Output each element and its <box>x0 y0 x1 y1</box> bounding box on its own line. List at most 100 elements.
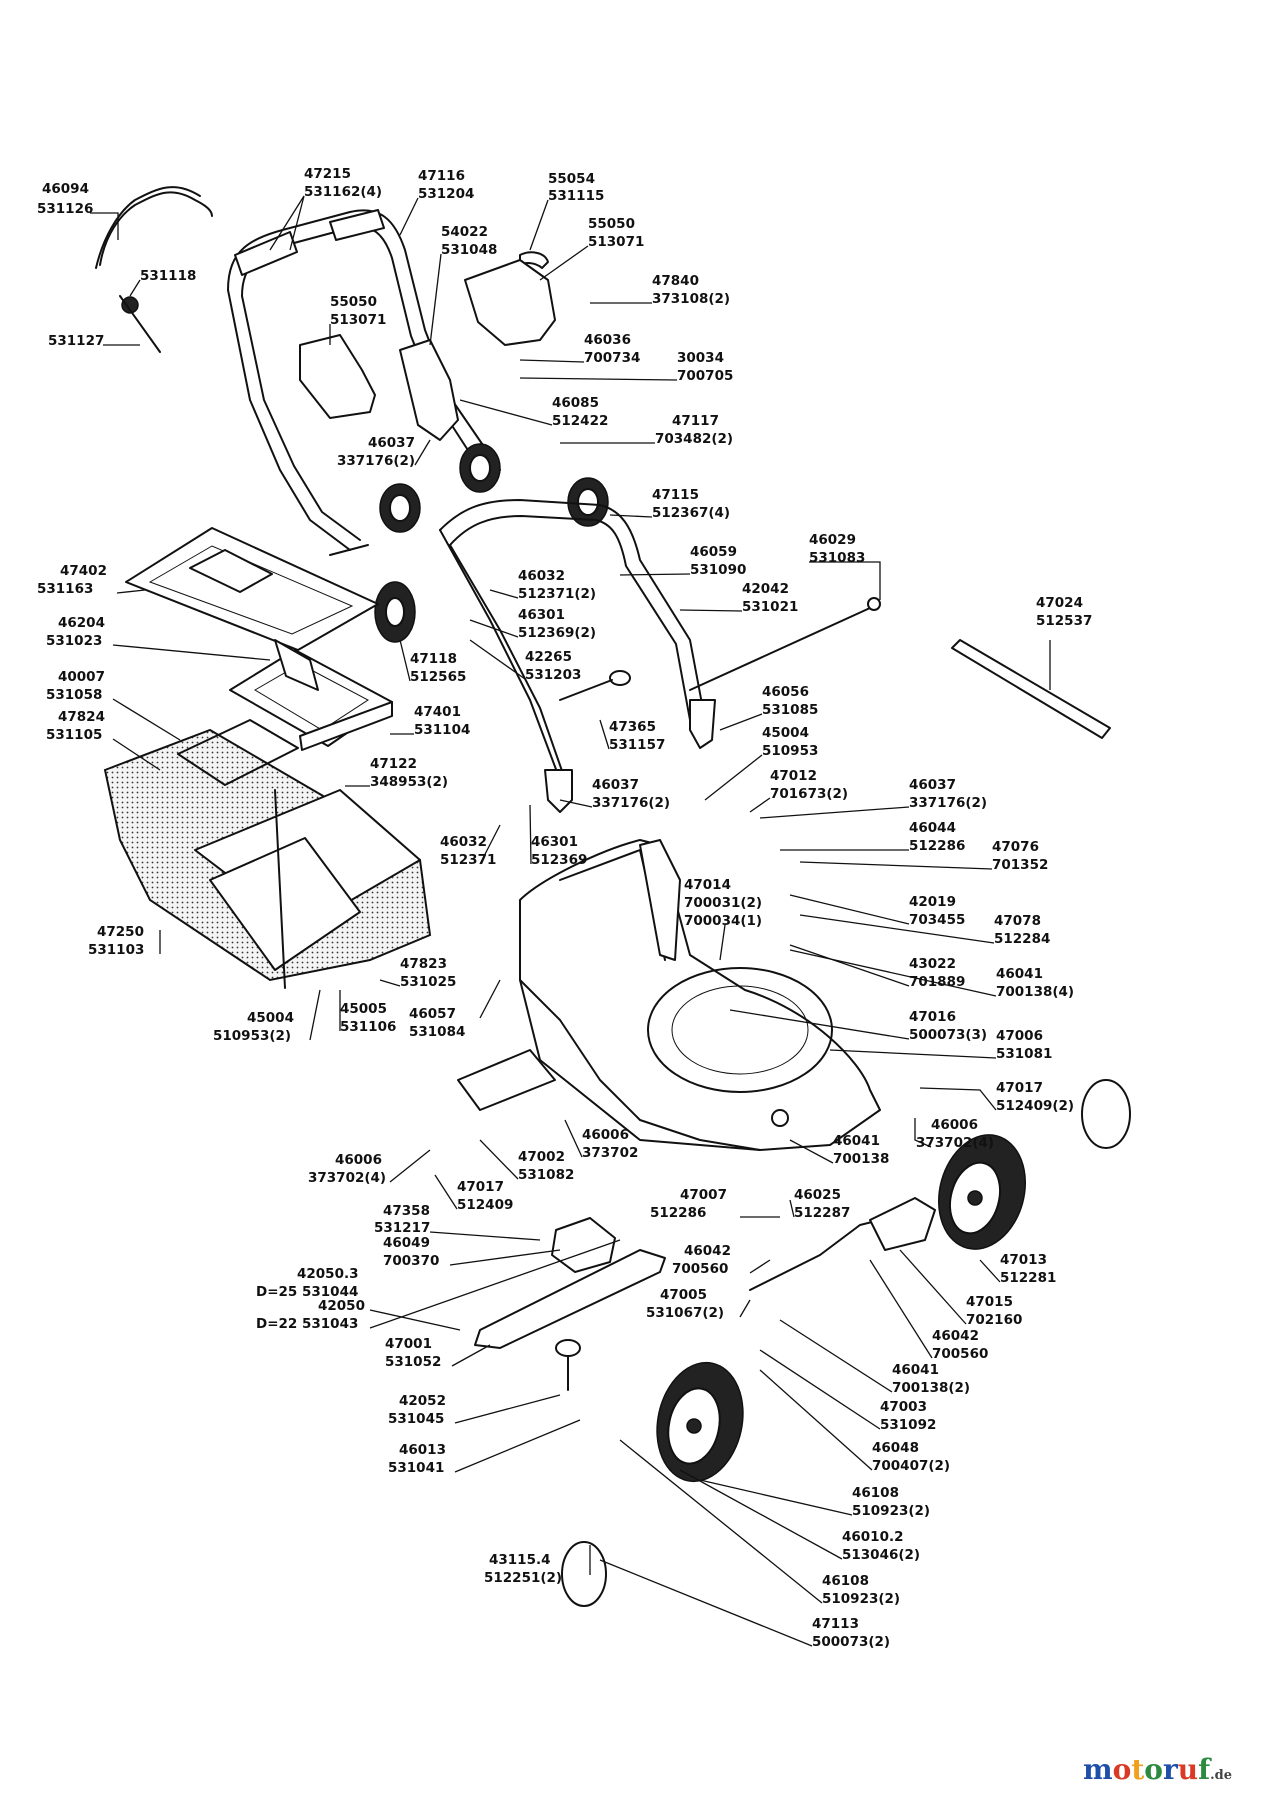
part-label: 46094 <box>42 181 89 197</box>
hub-cap-rear <box>1081 1079 1131 1149</box>
rear-flap <box>457 1049 556 1111</box>
logo-letter: o <box>1112 1753 1132 1786</box>
logo-letter: u <box>1177 1753 1199 1786</box>
part-label: 512409 <box>457 1197 513 1213</box>
part-label: 46032 <box>518 568 565 584</box>
part-label: 47117 <box>672 413 719 429</box>
part-label: 531090 <box>690 562 746 578</box>
part-label: 47006 <box>996 1028 1043 1044</box>
part-label: 512286 <box>909 838 965 854</box>
part-label: 531103 <box>88 942 144 958</box>
part-label: 701352 <box>992 857 1048 873</box>
part-label: 47401 <box>414 704 461 720</box>
part-label: 500073(3) <box>909 1027 987 1043</box>
part-label: 46204 <box>58 615 105 631</box>
logo-letter: f <box>1198 1753 1211 1786</box>
part-label: 47012 <box>770 768 817 784</box>
part-label: 46037 <box>368 435 415 451</box>
part-label: 45004 <box>762 725 809 741</box>
part-label: 47014 <box>684 877 731 893</box>
part-label: 500073(2) <box>812 1634 890 1650</box>
part-label: 512537 <box>1036 613 1092 629</box>
blade-washer <box>555 1339 581 1357</box>
part-label: 46085 <box>552 395 599 411</box>
part-label: 42042 <box>742 581 789 597</box>
part-label: 46025 <box>794 1187 841 1203</box>
part-label: 512409(2) <box>996 1098 1074 1114</box>
part-label: 337176(2) <box>337 453 415 469</box>
part-label: 700560 <box>672 1261 728 1277</box>
part-label: 531041 <box>388 1460 444 1476</box>
part-label: 701673(2) <box>770 786 848 802</box>
part-label: 531105 <box>46 727 102 743</box>
part-label: 46044 <box>909 820 956 836</box>
part-label: 46059 <box>690 544 737 560</box>
part-label: 700560 <box>932 1346 988 1362</box>
part-label: 531104 <box>414 722 470 738</box>
part-label: 512369 <box>531 852 587 868</box>
bolt <box>329 544 369 556</box>
part-label: 703482(2) <box>655 431 733 447</box>
part-label: 512251(2) <box>484 1570 562 1586</box>
part-label: 510923(2) <box>852 1503 930 1519</box>
part-label: 47824 <box>58 709 105 725</box>
logo-suffix: .de <box>1210 1768 1232 1783</box>
part-label: 510953 <box>762 743 818 759</box>
mower-deck <box>519 839 881 1151</box>
upper-handle <box>227 209 501 551</box>
part-label: 531023 <box>46 633 102 649</box>
part-label: 531127 <box>48 333 104 349</box>
part-label: 47078 <box>994 913 1041 929</box>
part-label: 55054 <box>548 171 595 187</box>
part-label: 47001 <box>385 1336 432 1352</box>
part-label: 30034 <box>677 350 724 366</box>
catcher-frame <box>229 639 393 751</box>
part-label: 513071 <box>588 234 644 250</box>
part-label: 47016 <box>909 1009 956 1025</box>
part-label: 47215 <box>304 166 351 182</box>
part-label: 700034(1) <box>684 913 762 929</box>
part-label: 510923(2) <box>822 1591 900 1607</box>
part-label: 700407(2) <box>872 1458 950 1474</box>
part-label: 373702(4) <box>916 1135 994 1151</box>
part-label: 47017 <box>457 1179 504 1195</box>
part-label: 45004 <box>247 1010 294 1026</box>
part-label: 42050 <box>318 1298 365 1314</box>
part-label: 46006 <box>931 1117 978 1133</box>
part-label: 512565 <box>410 669 466 685</box>
part-number-labels: 4609453112653111853112747215531162(4)471… <box>37 166 1092 1650</box>
part-label: 47365 <box>609 719 656 735</box>
part-label: 54022 <box>441 224 488 240</box>
part-label: 373702 <box>582 1145 638 1161</box>
part-label: 373702(4) <box>308 1170 386 1186</box>
part-label: 531115 <box>548 188 604 204</box>
part-label: 337176(2) <box>909 795 987 811</box>
part-label: 512287 <box>794 1205 850 1221</box>
part-label: 531162(4) <box>304 184 382 200</box>
rear-axle-rod <box>951 639 1111 739</box>
part-label: 46056 <box>762 684 809 700</box>
part-label: 531085 <box>762 702 818 718</box>
part-label: 702160 <box>966 1312 1022 1328</box>
part-label: 531025 <box>400 974 456 990</box>
logo-word: motoruf <box>1083 1753 1210 1786</box>
grass-catcher-bag <box>103 719 432 989</box>
part-label: 510953(2) <box>213 1028 291 1044</box>
part-label: 700138 <box>833 1151 889 1167</box>
part-label: 531084 <box>409 1024 465 1040</box>
part-label: 46006 <box>582 1127 629 1143</box>
part-label: 512371(2) <box>518 586 596 602</box>
part-label: 46010.2 <box>842 1529 904 1545</box>
switch-box <box>399 339 459 441</box>
part-label: 46048 <box>872 1440 919 1456</box>
part-label: 42052 <box>399 1393 446 1409</box>
part-label: 42265 <box>525 649 572 665</box>
part-label: 46029 <box>809 532 856 548</box>
part-label: 531052 <box>385 1354 441 1370</box>
part-label: 45005 <box>340 1001 387 1017</box>
part-label: 701889 <box>909 974 965 990</box>
part-label: 531058 <box>46 687 102 703</box>
part-label: 46057 <box>409 1006 456 1022</box>
part-label: 531157 <box>609 737 665 753</box>
part-label: 47017 <box>996 1080 1043 1096</box>
